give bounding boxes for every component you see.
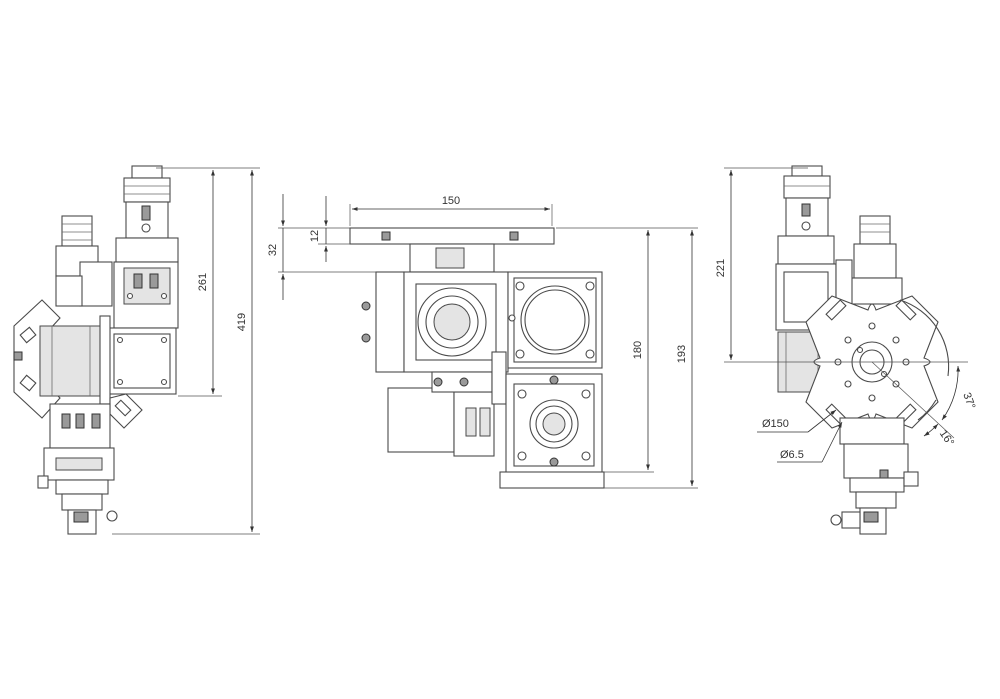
- right-dimension-diameter-150: Ø150: [757, 409, 837, 433]
- right-side-view: [724, 165, 968, 535]
- dim-label-diameter-150: Ø150: [762, 418, 789, 430]
- center-dimension-180: 180: [632, 230, 650, 470]
- dim-label-180: 180: [632, 341, 644, 359]
- center-dimension-193: 193: [676, 230, 694, 486]
- left-side-view: [13, 165, 260, 535]
- right-dimension-16-deg: 16°: [923, 423, 956, 449]
- center-dimension-12: 12: [309, 196, 328, 262]
- dim-label-261: 261: [197, 273, 209, 291]
- dim-label-37: 37°: [960, 391, 977, 411]
- right-dimension-221: 221: [715, 170, 733, 360]
- dim-label-419: 419: [236, 313, 248, 331]
- right-dimension-37-deg: 37°: [941, 365, 977, 421]
- dim-label-150: 150: [442, 195, 460, 207]
- dim-label-32: 32: [267, 244, 279, 256]
- left-dimension-419: 419: [236, 170, 254, 532]
- left-dimension-261: 261: [197, 170, 215, 394]
- center-top-view: [278, 204, 698, 489]
- dim-label-221: 221: [715, 259, 727, 277]
- dim-label-193: 193: [676, 345, 688, 363]
- center-dimension-32: 32: [267, 194, 285, 300]
- center-dimension-150: 150: [352, 195, 550, 211]
- right-dimension-diameter-6-5: Ø6.5: [777, 421, 843, 463]
- dim-label-12: 12: [309, 230, 321, 242]
- dim-label-diameter-6-5: Ø6.5: [780, 449, 804, 461]
- dim-label-16: 16°: [937, 428, 956, 449]
